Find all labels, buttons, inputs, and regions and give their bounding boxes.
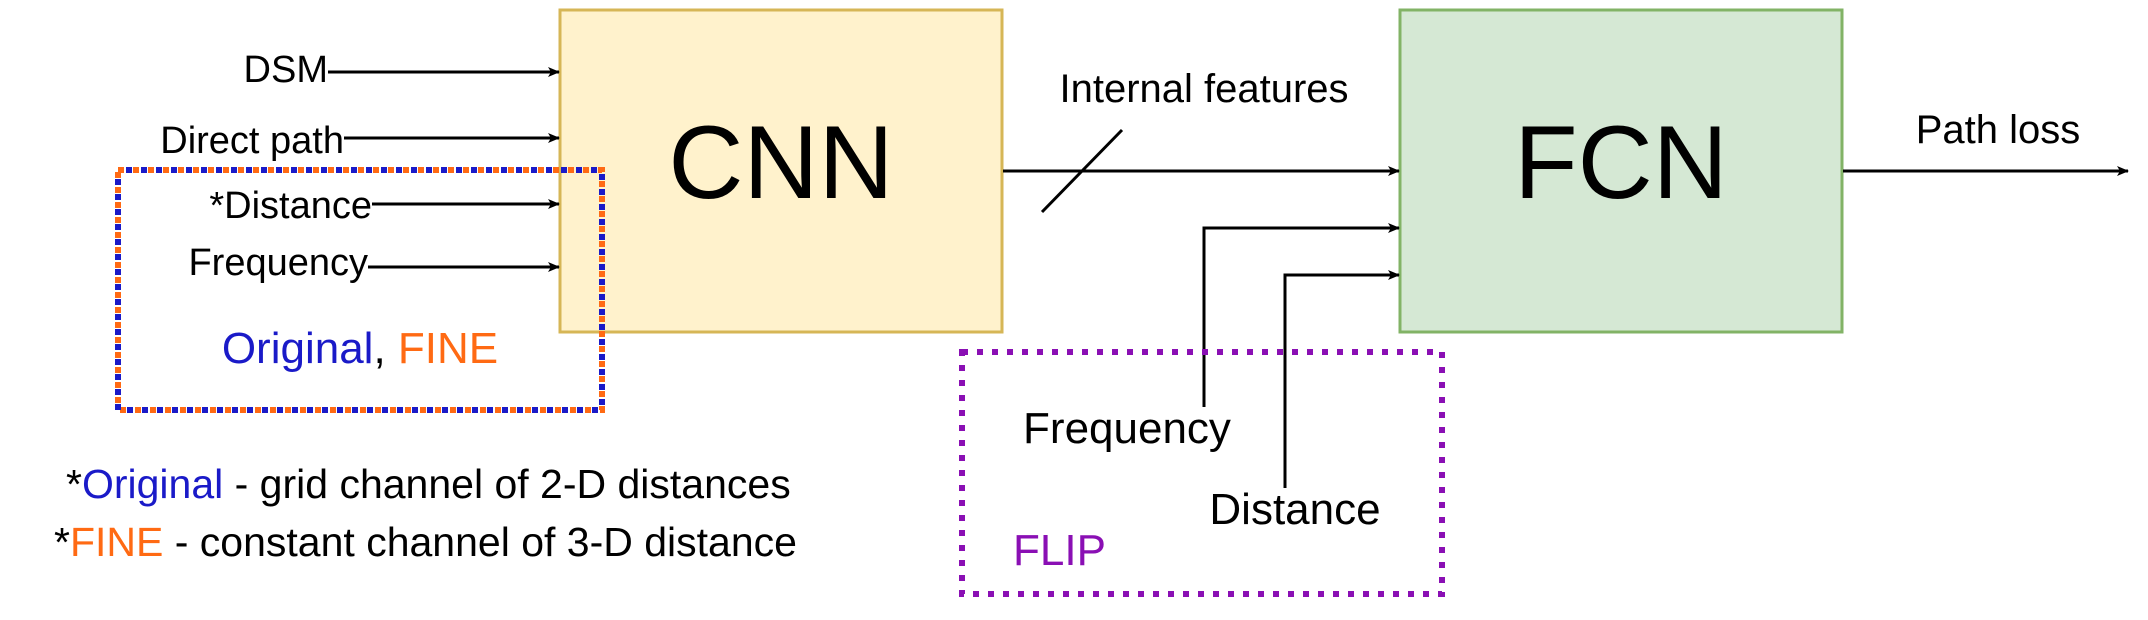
direct-path-label: Direct path (160, 120, 344, 162)
fcn-block (1398, 8, 1844, 334)
frequency-label: Frequency (188, 242, 368, 284)
cnn-block (558, 8, 1004, 334)
dsm-label: DSM (244, 49, 328, 91)
footnote-original: *Original - grid channel of 2-D distance… (66, 461, 791, 507)
footnote-fine: *FINE - constant channel of 3-D distance (54, 519, 797, 565)
comma: , (373, 324, 385, 373)
flip-distance-arrow (1283, 270, 1400, 488)
path-loss-label: Path loss (1916, 108, 2081, 152)
flip-frequency-label: Frequency (1023, 404, 1231, 453)
distance-label: *Distance (209, 185, 372, 227)
footnote-fine-text: - constant channel of 3-D distance (163, 519, 797, 565)
footnote-original-text: - grid channel of 2-D distances (223, 461, 790, 507)
flip-distance-label: Distance (1209, 485, 1380, 534)
footnote-original-word: Original (82, 461, 223, 507)
flip-label: FLIP (1013, 526, 1106, 575)
flip-dotted-box (959, 349, 1445, 597)
fine-word: FINE (398, 324, 498, 373)
footnote-original-prefix: * (66, 461, 82, 507)
original-word: Original (222, 324, 374, 373)
flip-frequency-arrow (1202, 223, 1400, 407)
fcn-label: FCN (1514, 105, 1728, 221)
group-original-fine-label: Original, FINE (222, 324, 498, 373)
original-dotted-box (115, 167, 605, 413)
footnote-fine-prefix: * (54, 519, 70, 565)
footnote-fine-word: FINE (70, 519, 163, 565)
cnn-label: CNN (668, 105, 893, 221)
internal-features-label: Internal features (1059, 67, 1348, 111)
bus-slash (1040, 128, 1124, 214)
fine-dotted-box (115, 167, 605, 413)
